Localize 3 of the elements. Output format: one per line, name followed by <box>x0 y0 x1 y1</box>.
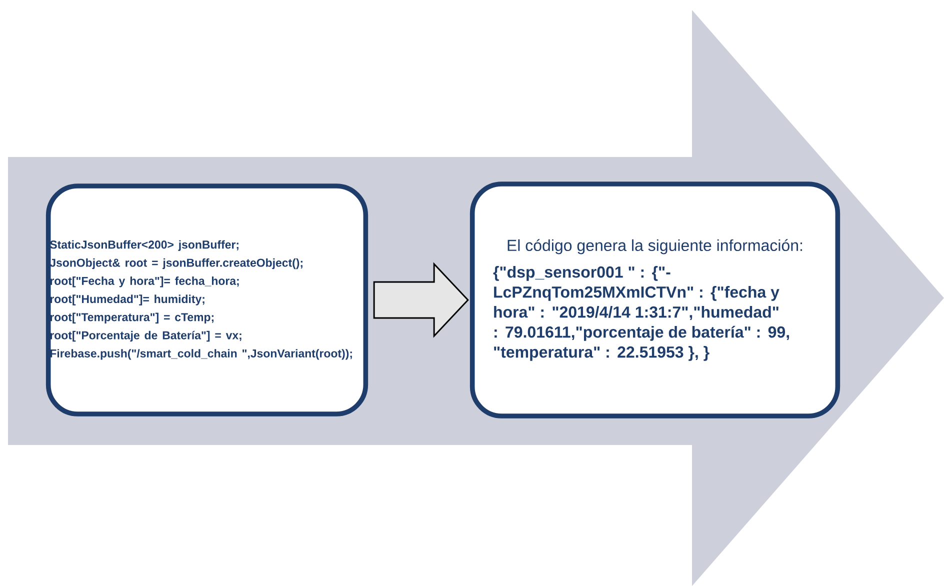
output-box: El código genera la siguiente información: {"dsp_sensor001 " : {"-LcPZnqTom25MXmICTVn" : {"fecha y hora" : "2019/4/14 1:31:7","humedad" : 79.01611,"porcentaje de batería" : 99, "temperatura" : 22.51953 }, } <box>470 182 840 418</box>
code-box: StaticJsonBuffer<200> jsonBuffer; JsonObject& root = jsonBuffer.createObject(); root["Fecha y hora"]= fecha_hora; root["Humedad"]= humidity; root["Temperatura"] = cTemp; root["Porcentaje de Batería"] = vx; Firebase.push("/smart_cold_chain ",JsonVariant(root)); <box>46 184 368 416</box>
block-arrow <box>373 262 469 338</box>
